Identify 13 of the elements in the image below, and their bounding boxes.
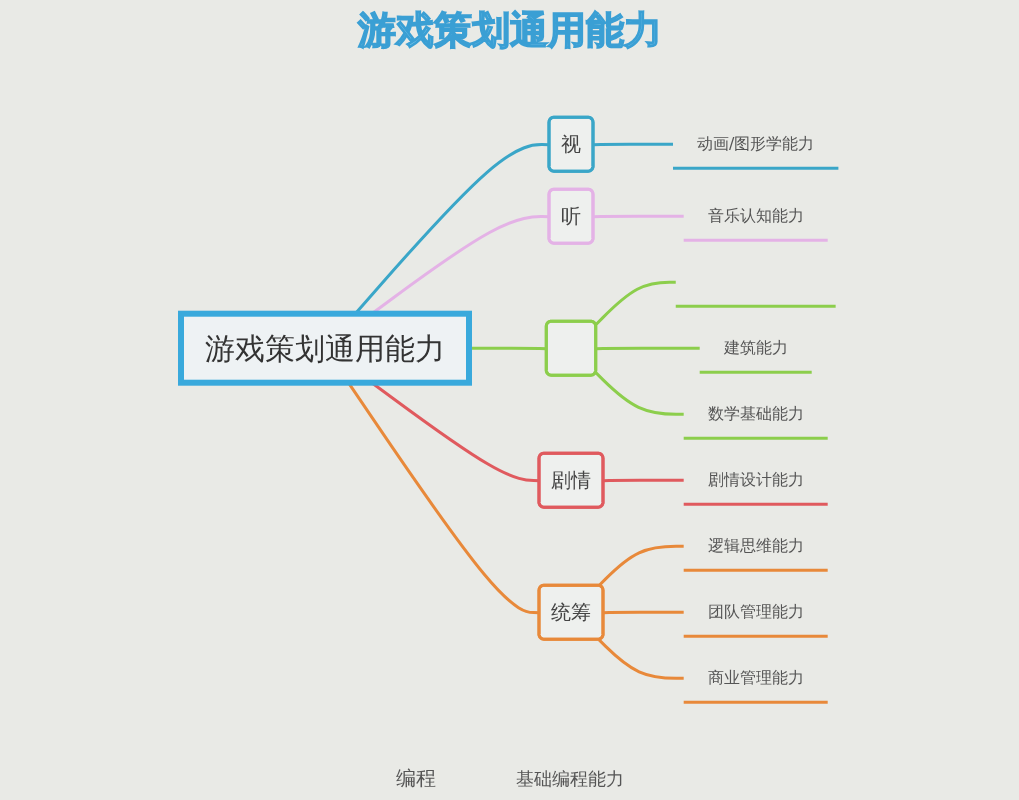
connector [603,478,684,482]
connector [594,280,676,326]
label-text: 基础编程能力 [515,766,624,791]
label-text: 编程 [395,765,436,792]
connector [593,214,684,218]
title: 游戏策划通用能力 [357,8,662,54]
connector [603,610,684,614]
connector [593,142,673,146]
connector [597,544,684,587]
connector [597,638,684,680]
node-box: 游戏策划通用能力 [177,310,472,386]
connector [594,371,684,416]
connector [596,346,700,350]
